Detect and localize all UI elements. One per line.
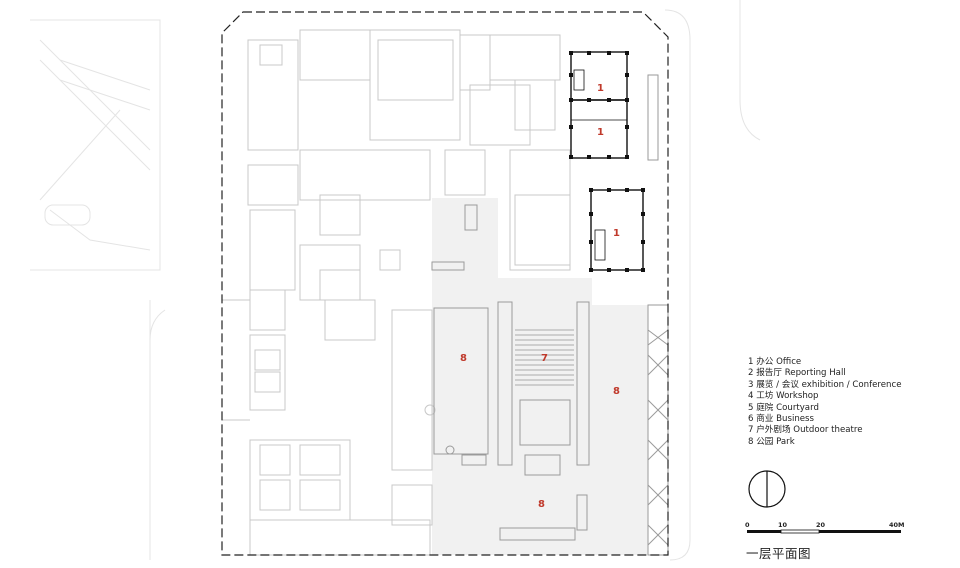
zone-label-office-3: 1	[613, 228, 620, 239]
scale-label-10: 10	[778, 521, 788, 529]
zone-label-office-2: 1	[597, 127, 604, 138]
zone-label-outdoor-theatre: 7	[541, 353, 548, 364]
zone-label-park-east: 8	[613, 386, 620, 397]
zone-label-park-west: 8	[460, 353, 467, 364]
north-arrow-icon	[748, 470, 786, 508]
park-areas	[432, 198, 648, 555]
legend-item: 7 户外剧场 Outdoor theatre	[748, 425, 863, 436]
zone-label-office-1: 1	[597, 83, 604, 94]
legend-item: 1 办公 Office	[748, 357, 802, 367]
office-columns	[569, 51, 645, 272]
scale-label-40m: 40M	[889, 521, 905, 529]
legend-item: 6 商业 Business	[748, 414, 815, 425]
legend-item: 3 展览 / 会议 exhibition / Conference	[748, 379, 902, 390]
legend-item: 8 公园 Park	[748, 436, 795, 447]
legend: 1 办公 Office 2 报告厅 Reporting Hall 3 展览 / …	[748, 357, 902, 448]
zone-labels: 1 1 1 8 7 8 8	[460, 83, 620, 510]
legend-item: 5 庭院 Courtyard	[748, 402, 819, 413]
legend-item: 2 报告厅 Reporting Hall	[748, 368, 846, 379]
scale-bar: 0 10 20 40M	[745, 521, 905, 534]
zone-label-park-south: 8	[538, 499, 545, 510]
scale-label-0: 0	[745, 521, 750, 529]
park-details	[431, 74, 669, 556]
drawing-title: 一层平面图	[746, 546, 812, 561]
legend-item: 4 工坊 Workshop	[748, 391, 819, 402]
site-boundary	[221, 11, 669, 556]
scale-label-20: 20	[816, 521, 826, 529]
site-context	[30, 0, 761, 561]
office-blocks	[570, 51, 644, 271]
interior-walls	[222, 29, 571, 556]
